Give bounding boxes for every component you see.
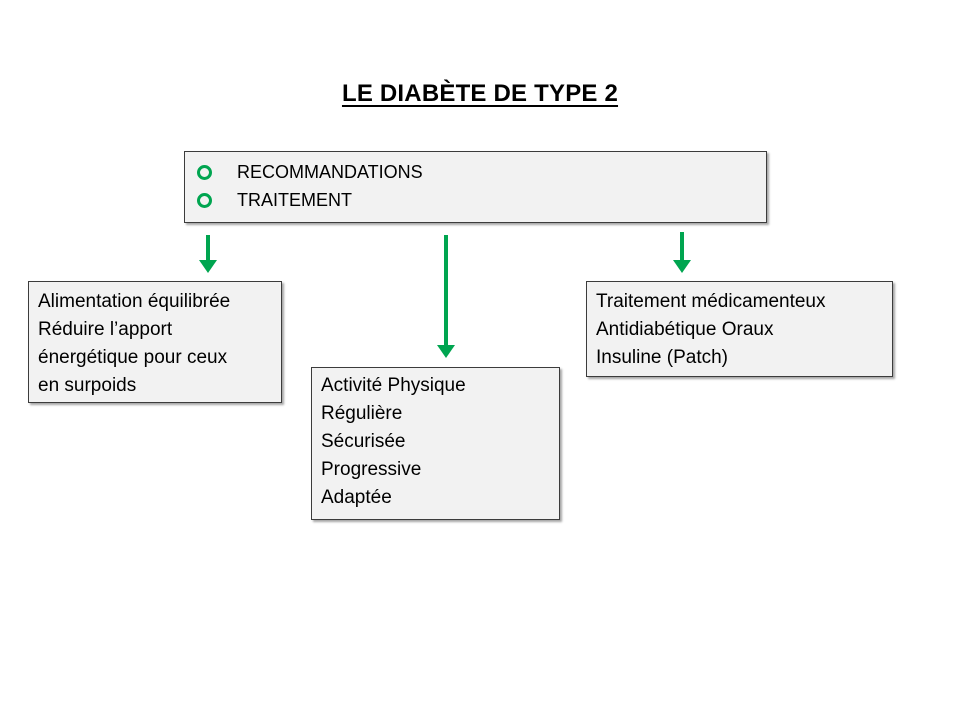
box-text-line: énergétique pour ceux — [38, 347, 228, 368]
box-text-line: Sécurisée — [321, 431, 406, 452]
category-label: RECOMMANDATIONS — [237, 162, 423, 182]
medication-box: Traitement médicamenteux Antidiabétique … — [586, 281, 893, 377]
box-text-line: Activité Physique — [321, 375, 466, 396]
box-text-line: Traitement médicamenteux — [596, 291, 826, 312]
physical-activity-box: Activité Physique Régulière Sécurisée Pr… — [311, 367, 560, 520]
circle-bullet-icon — [197, 164, 212, 180]
box-text-line: Insuline (Patch) — [596, 347, 729, 368]
category-label: TRAITEMENT — [237, 190, 352, 210]
arrow-down-icon — [673, 232, 691, 273]
category-item: TRAITEMENT — [197, 186, 766, 214]
box-text-line: Antidiabétique Oraux — [596, 319, 774, 340]
categories-box: RECOMMANDATIONS TRAITEMENT — [184, 151, 767, 223]
arrow-down-icon — [437, 235, 455, 358]
box-text-line: Régulière — [321, 403, 403, 424]
box-text-line: Alimentation équilibrée — [38, 291, 231, 312]
circle-bullet-icon — [197, 192, 212, 208]
box-text-line: Adaptée — [321, 487, 392, 508]
nutrition-box: Alimentation équilibrée Réduire l’apport… — [28, 281, 282, 403]
box-text-line: Réduire l’apport — [38, 319, 173, 340]
box-text-line: Progressive — [321, 459, 422, 480]
page-title: LE DIABÈTE DE TYPE 2 — [341, 80, 619, 107]
box-text-line: en surpoids — [38, 375, 137, 396]
category-item: RECOMMANDATIONS — [197, 158, 766, 186]
arrow-down-icon — [199, 235, 217, 273]
